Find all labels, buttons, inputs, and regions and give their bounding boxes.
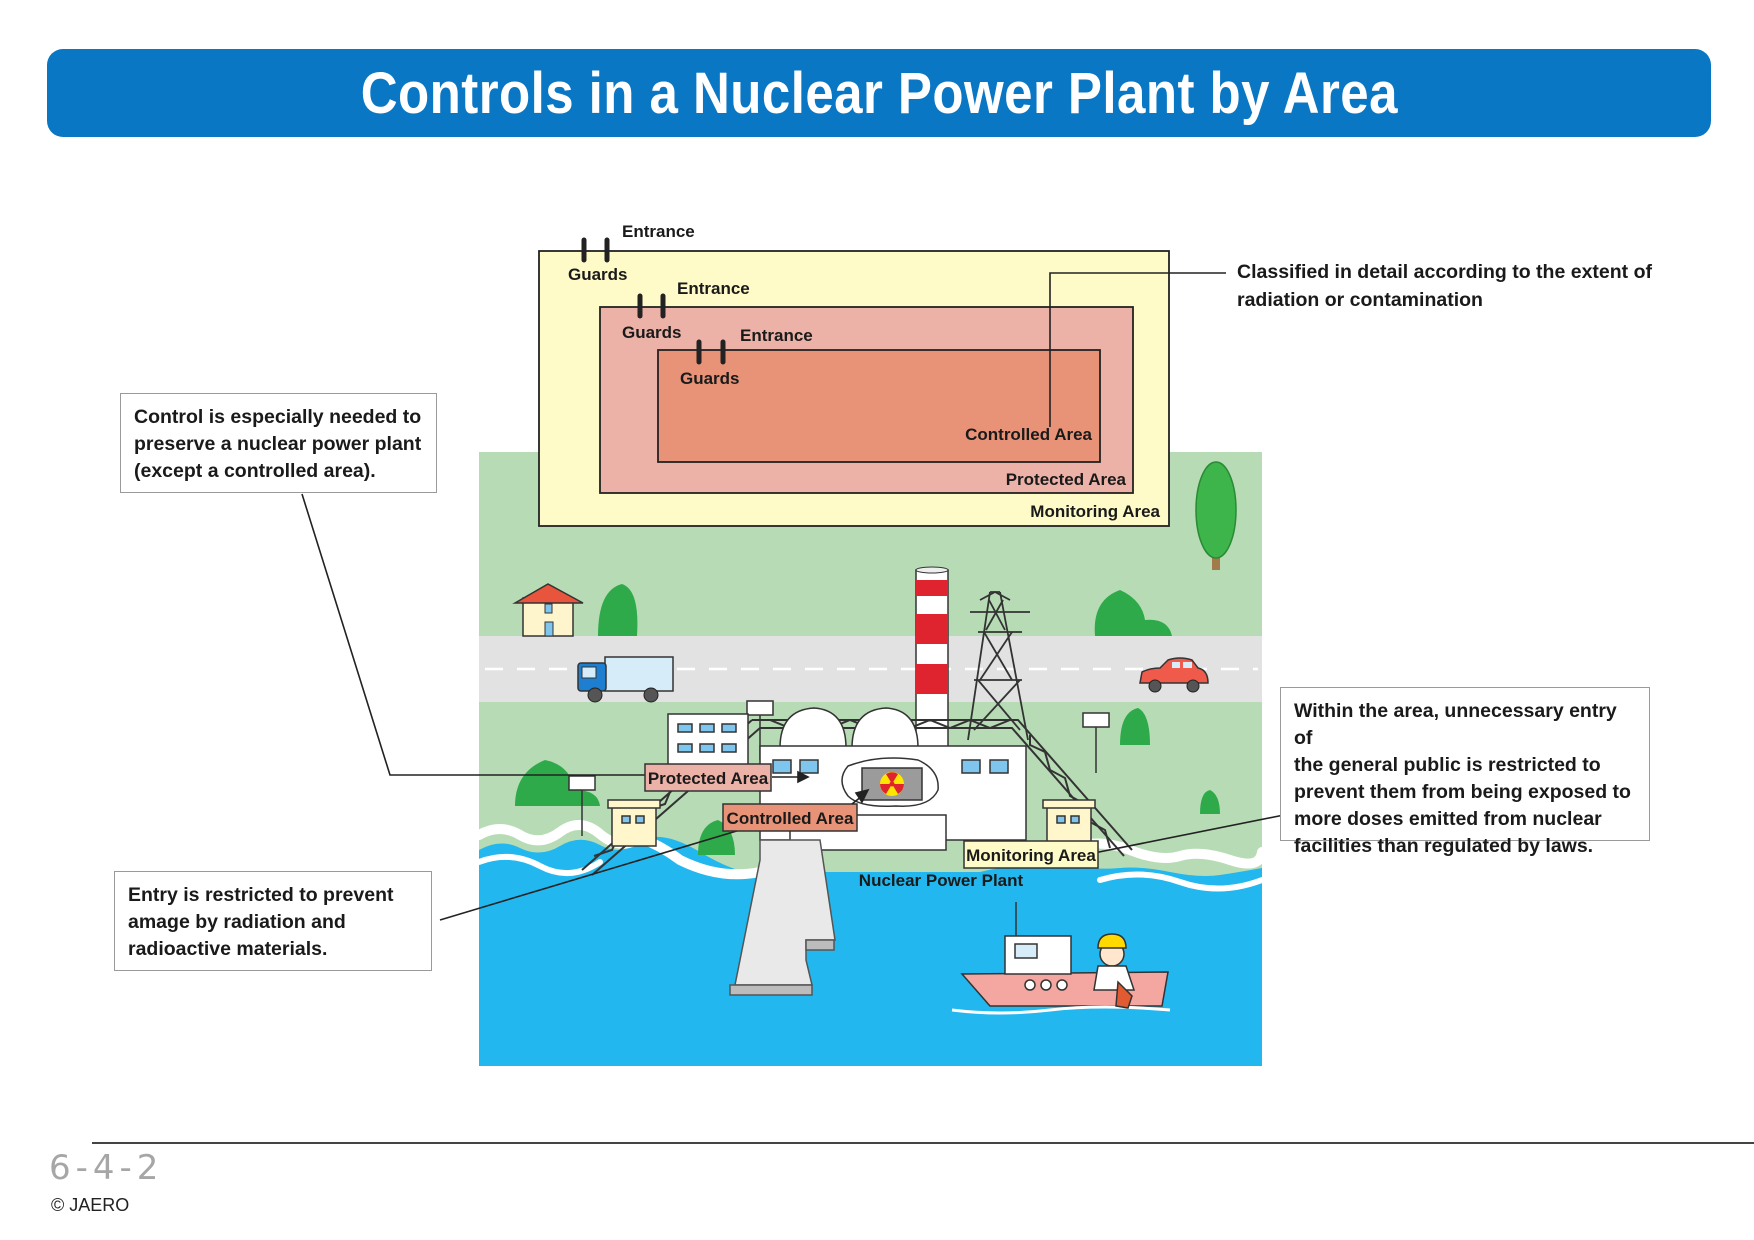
guards-label-3: Guards [680, 369, 740, 388]
guard-huts [607, 799, 1096, 847]
title-bar: Controls in a Nuclear Power Plant by Are… [47, 49, 1711, 137]
radiation-icon [880, 772, 904, 796]
svg-text:Monitoring Area: Monitoring Area [966, 846, 1096, 865]
copyright: © JAERO [51, 1195, 130, 1215]
monitoring-area-label: Monitoring Area [1030, 502, 1160, 521]
leader-lines [301, 272, 1285, 921]
truck [577, 656, 674, 703]
protected-area-label: Protected Area [1006, 470, 1127, 489]
shoreline-waves [474, 820, 1267, 880]
signposts [568, 700, 1110, 836]
controlled-area-label: Controlled Area [965, 425, 1092, 444]
tag-arrows [772, 770, 870, 805]
transmission-tower [967, 590, 1030, 741]
page-number: 6-4-2 [49, 1148, 164, 1188]
nuclear-power-plant-label: Nuclear Power Plant [859, 871, 1024, 890]
monitoring-area-tag: Monitoring Area [963, 840, 1099, 869]
car [1139, 657, 1209, 693]
sea-waves [476, 853, 1265, 892]
worker [1093, 933, 1136, 1009]
entrance-label-3: Entrance [740, 326, 813, 345]
page-title: Controls in a Nuclear Power Plant by Are… [360, 60, 1398, 126]
footer-divider [92, 1142, 1754, 1144]
monitoring-area-callout: Within the area, unnecessary entry of th… [1280, 687, 1650, 857]
plant-scene [474, 452, 1267, 1066]
protected-area-tag: Protected Area [644, 763, 772, 792]
controlled-area-tag: Controlled Area [722, 803, 858, 832]
entrance-label-2: Entrance [677, 279, 750, 298]
chimney [915, 566, 949, 761]
controlled-area-zone [657, 349, 1101, 463]
svg-text:Protected Area: Protected Area [648, 769, 769, 788]
scene-tags: Protected Area Controlled Area Monitorin… [644, 763, 1099, 890]
protected-area-callout: Control is especially needed to preserve… [120, 393, 437, 493]
gate-posts [581, 237, 726, 365]
pier [729, 839, 836, 996]
classified-callout: Classified in detail according to the ex… [1237, 261, 1652, 311]
area-zone-diagram: Entrance Guards Entrance Guards Entrance… [538, 222, 1170, 527]
guards-label-2: Guards [622, 323, 682, 342]
guards-label-1: Guards [568, 265, 628, 284]
controlled-area-callout: Entry is restricted to prevent amage by … [114, 871, 432, 971]
tree [1195, 461, 1237, 570]
svg-text:Controlled Area: Controlled Area [727, 809, 854, 828]
entrance-label-1: Entrance [622, 222, 695, 241]
house [512, 583, 584, 637]
